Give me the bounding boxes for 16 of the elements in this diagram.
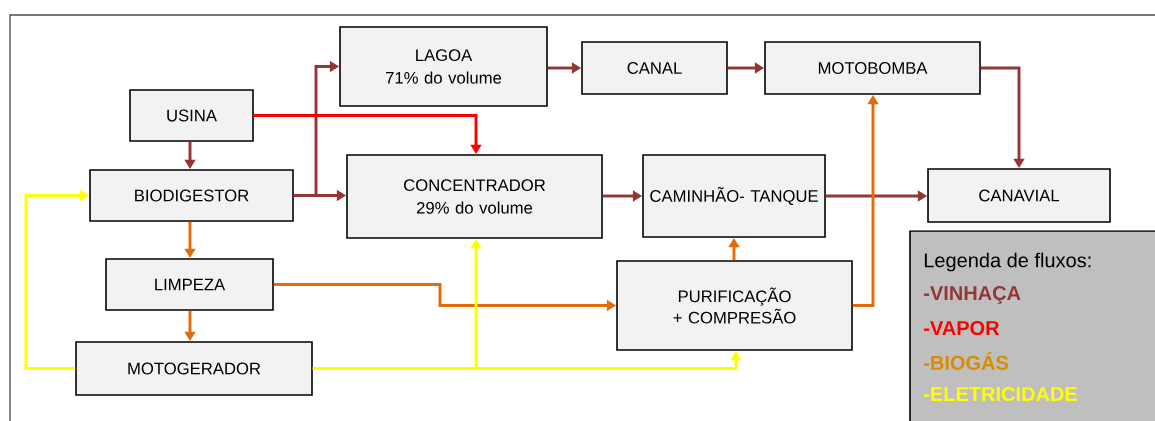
process-box: CONCENTRADOR 29% do volume xyxy=(346,154,603,239)
process-box: CANAL xyxy=(581,41,728,95)
legend-title: Legenda de fluxos: xyxy=(924,252,1091,272)
process-box: MOTOBOMBA xyxy=(764,41,981,95)
process-box: PURIFICAÇÃO + COMPRESÃO xyxy=(616,260,853,351)
legend-entry: -VAPOR xyxy=(924,320,1000,336)
legend-entry: -BIOGÁS xyxy=(924,352,1009,370)
process-box: LIMPEZA xyxy=(105,258,274,311)
legend-entry: -VINHAÇA xyxy=(924,285,1021,305)
process-box: BIODIGESTOR xyxy=(89,169,294,222)
legend-entry: -ELETRICIDADE xyxy=(924,386,1077,402)
process-box: LAGOA 71% do volume xyxy=(339,26,548,107)
process-box: MOTOGERADOR xyxy=(75,341,313,396)
process-box: USINA xyxy=(129,89,254,142)
process-box: CANAVIAL xyxy=(927,168,1111,223)
process-box: CAMINHÃO- TANQUE xyxy=(642,154,826,238)
